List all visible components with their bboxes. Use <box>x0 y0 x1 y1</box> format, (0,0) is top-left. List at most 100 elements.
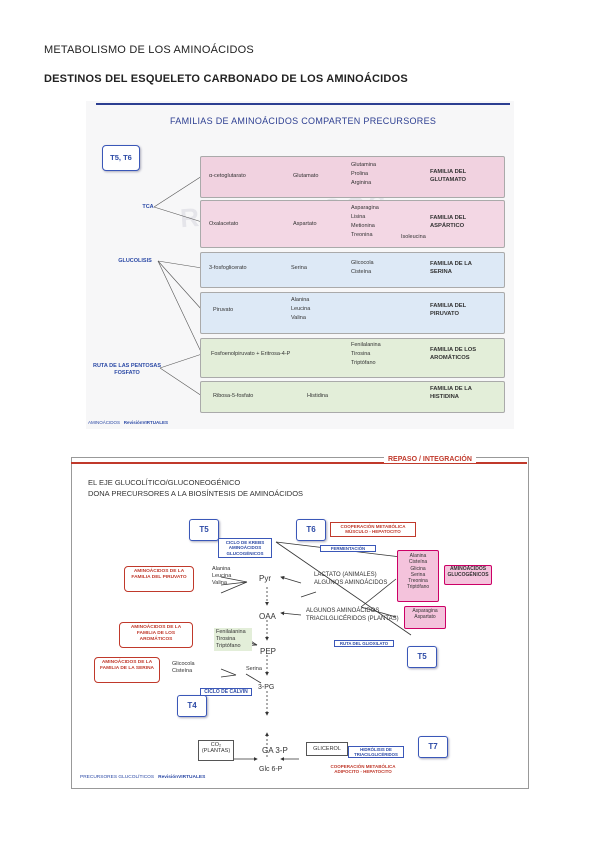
family-piruvato: Piruvato Alanina Leucina Valina FAMILIA … <box>200 292 505 334</box>
footer-label: AMINOÁCIDOS <box>88 420 121 425</box>
pg-products: Glicocola Cisteína <box>172 661 195 675</box>
node-pyr: Pyr <box>259 574 271 583</box>
text-line: ALGUNOS AMINOÁCIDOS <box>314 579 388 586</box>
family-aromaticos-box: AMINOÁCIDOS DE LA FAMILIA DE LOS AROMÁTI… <box>119 622 193 648</box>
review-label: REPASO / INTEGRACIÓN <box>384 456 476 463</box>
co2-box: CO₂ (PLANTAS) <box>198 740 234 761</box>
page-title: METABOLISMO DE LOS AMINOÁCIDOS <box>44 44 254 56</box>
product: Fenilalanina <box>216 629 246 635</box>
figure-footer: AMINOÁCIDOS RevisiónVIRTUALES <box>88 420 168 425</box>
product: Leucina <box>291 306 311 312</box>
intermediate: Aspartato <box>293 221 317 227</box>
tag-t7: T7 <box>418 736 448 758</box>
product: Tirosina <box>216 636 236 643</box>
product: Asparagina <box>351 205 379 211</box>
text-line: TRIACILGLICÉRIDOS (PLANTAS) <box>306 615 399 622</box>
tag-t4: T4 <box>177 695 207 717</box>
product: Valina <box>291 315 306 321</box>
tag-t6: T6 <box>296 519 326 541</box>
family-name: FAMILIA DE LOS AROMÁTICOS <box>430 347 477 361</box>
family-piruvato-box: AMINOÁCIDOS DE LA FAMILIA DEL PIRUVATO <box>124 566 194 592</box>
amino: Triptófano <box>406 584 430 591</box>
family-aspartico: Oxalacetato Aspartato Asparagina Lisina … <box>200 200 505 248</box>
precursor: Piruvato <box>213 307 234 313</box>
family-glutamato: α-cetoglutarato Glutamato Glutamina Prol… <box>200 156 505 198</box>
product: Metionina <box>351 223 375 229</box>
precursor: Ribosa-5-fosfato <box>213 393 254 399</box>
amino: Treonina <box>408 578 428 584</box>
krebs-label: CICLO DE KREBS AMINOÁCIDOS GLUCOGÉNICOS <box>218 538 272 559</box>
text-line: ALGUNOS AMINOÁCIDOS <box>306 608 380 614</box>
source-pentosas: RUTA DE LAS PENTOSAS FOSFATO <box>92 363 162 376</box>
node-ga3p: GA 3-P <box>262 746 288 755</box>
product: Glicocola <box>351 260 374 266</box>
text-line: LACTATO (ANIMALES) <box>314 572 377 578</box>
product: Cisteína <box>172 668 193 675</box>
figure-title: FAMILIAS DE AMINOÁCIDOS COMPARTEN PRECUR… <box>170 116 437 126</box>
family-name: FAMILIA DE LA SERINA <box>430 261 472 275</box>
amino: Aspartato <box>414 614 436 621</box>
product: Glicocola <box>172 661 195 667</box>
amino: Cisteína <box>408 559 428 566</box>
amino: Glicina <box>410 565 426 572</box>
amino: Asparagina <box>412 608 438 614</box>
product: Triptófano <box>216 643 241 650</box>
footer-label: PRECURSORES GLUCOLÍTICOS <box>80 775 155 780</box>
triacil-label: ALGUNOS AMINOÁCIDOS TRIACILGLICÉRIDOS (P… <box>306 608 399 624</box>
intermediate: Histidina <box>307 393 329 399</box>
product: Triptófano <box>351 360 376 366</box>
title-line: EL EJE GLUCOLÍTICO/GLUCONEOGÉNICO <box>88 478 241 487</box>
footer-brand: RevisiónVIRTUALES <box>158 775 206 780</box>
family-aromaticos: Fosfoenolpiruvato + Eritrosa-4-P Fenilal… <box>200 338 505 378</box>
precursor: Fosfoenolpiruvato + Eritrosa-4-P <box>211 351 291 357</box>
section-title: DESTINOS DEL ESQUELETO CARBONADO DE LOS … <box>44 73 408 85</box>
node-glc6p: Glc 6-P <box>259 766 283 773</box>
asp-list: Asparagina Aspartato <box>404 606 446 629</box>
product: Leucina <box>212 573 232 580</box>
footer-brand: RevisiónVIRTUALES <box>123 420 169 425</box>
coop-adipocito: COOPERACIÓN METABÓLICA ADIPOCITO - HEPAT… <box>330 764 396 775</box>
figure-title: EL EJE GLUCOLÍTICO/GLUCONEOGÉNICO DONA P… <box>88 478 303 500</box>
fermentacion-label: FERMENTACIÓN <box>320 545 376 553</box>
text-line: CO₂ <box>210 742 222 748</box>
product: Arginina <box>351 180 372 186</box>
serina-label: Serina <box>246 666 262 672</box>
family-name: FAMILIA DEL PIRUVATO <box>430 303 467 317</box>
product: Tirosina <box>351 351 371 357</box>
node-pep: PEP <box>260 647 277 656</box>
intermediate: Serina <box>291 265 307 271</box>
pyr-products: Alanina Leucina Valina <box>212 566 231 587</box>
product: Fenilalanina <box>351 342 381 348</box>
node-oaa: OAA <box>259 612 276 621</box>
tag-t5: T5 <box>189 519 219 541</box>
glicerol-box: GLICEROL <box>306 742 348 756</box>
coop-muscle: COOPERACIÓN METABÓLICA MÚSCULO - HEPATOC… <box>330 522 416 537</box>
glucogenic-label: AMINOÁCIDOS GLUCOGÉNICOS <box>444 565 492 585</box>
product-extra: Isoleucina <box>401 234 426 240</box>
family-serina: 3-fosfoglicerato Serina Glicocola Cisteí… <box>200 252 505 288</box>
family-histidina: Ribosa-5-fosfato Histidina FAMILIA DE LA… <box>200 381 505 413</box>
product: Cisteína <box>351 269 372 275</box>
intermediate: Glutamato <box>293 173 319 179</box>
amino: Serina <box>410 571 426 578</box>
tag-t5-bottom: T5 <box>407 646 437 668</box>
tag-t5-t6: T5, T6 <box>102 145 140 171</box>
precursor: 3-fosfoglicerato <box>209 265 247 271</box>
product: Alanina <box>291 297 310 303</box>
hidrolisis-label: HIDRÓLISIS DE TRIACILGLICÉRIDOS <box>348 746 404 759</box>
amino: Alanina <box>409 553 427 559</box>
text-line: (PLANTAS) <box>201 748 231 754</box>
source-glucolisis: GLUCOLISIS <box>118 258 152 264</box>
source-tca: TCA <box>142 204 154 210</box>
family-serina-box: AMINOÁCIDOS DE LA FAMILIA DE LA SERINA <box>94 657 160 683</box>
figure-top-rule <box>96 103 510 105</box>
glucogenic-list: Alanina Cisteína Glicina Serina Treonina… <box>397 550 439 602</box>
lactato-label: LACTATO (ANIMALES) ALGUNOS AMINOÁCIDOS <box>314 572 387 588</box>
precursor: Oxalacetato <box>209 221 239 227</box>
precursor: α-cetoglutarato <box>209 173 246 179</box>
family-name: FAMILIA DEL ASPÁRTICO <box>430 215 467 229</box>
product: Alanina <box>212 566 231 572</box>
pep-products: Fenilalanina Tirosina Triptófano <box>214 628 252 652</box>
product: Treonina <box>351 232 373 238</box>
product: Valina <box>212 580 227 587</box>
